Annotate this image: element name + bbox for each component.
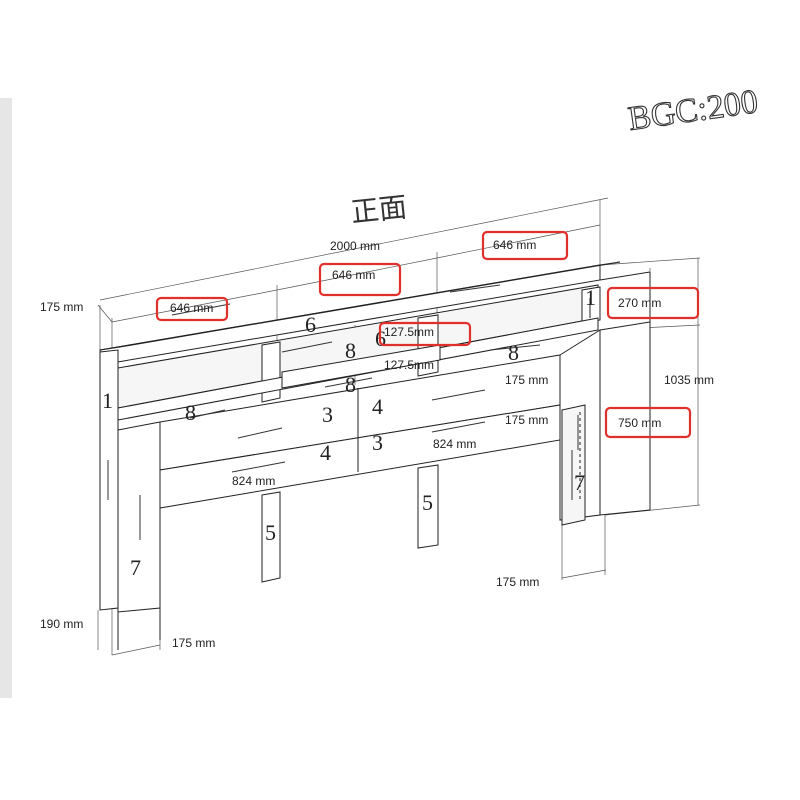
- highlight-top-right-shelf: [481, 230, 569, 261]
- dim-top-right-shelf: 646 mm: [493, 238, 536, 252]
- highlight-side-height: [604, 406, 692, 439]
- left-leg-front: [117, 421, 161, 613]
- dim-top-mid-shelf: 646 mm: [332, 268, 375, 282]
- dim-total-width: 2000 mm: [330, 239, 380, 253]
- dim-side-top: 270 mm: [618, 296, 661, 310]
- highlight-top-left-shelf: [155, 296, 229, 322]
- dim-drawer-left: 824 mm: [232, 474, 275, 488]
- part-4b: 4: [320, 440, 331, 465]
- dim-foot-height: 190 mm: [40, 617, 83, 631]
- center-leg-left: [261, 491, 281, 583]
- direction-arrows: [107, 284, 579, 540]
- dim-total-height: 1035 mm: [664, 373, 714, 387]
- part-3b: 3: [372, 430, 383, 455]
- left-margin-bar: [0, 98, 12, 698]
- code-label: BGC:200: [626, 83, 760, 138]
- dim-bottom-left-depth: 175 mm: [172, 636, 215, 650]
- part-8d: 8: [508, 340, 519, 365]
- dim-bottom-right-depth: 175 mm: [496, 575, 539, 589]
- part-5b: 5: [422, 490, 433, 515]
- part-8c: 8: [345, 372, 356, 397]
- part-3a: 3: [322, 402, 333, 427]
- highlight-center-gap: [378, 321, 472, 347]
- view-title: 正面: [349, 190, 408, 229]
- dim-right-depth-a: 175 mm: [505, 373, 548, 387]
- part-4a: 4: [372, 394, 383, 419]
- dim-top-depth: 175 mm: [40, 300, 83, 314]
- furniture-body: [99, 261, 651, 650]
- dim-center-gap-b: 127.5mm: [384, 358, 434, 372]
- dim-drawer-right: 824 mm: [433, 437, 476, 451]
- top-board-depth: [99, 261, 621, 351]
- part-7b: 7: [574, 470, 585, 495]
- dimension-labels: 2000 mm 646 mm 646 mm 646 mm 175 mm 127.…: [40, 238, 714, 650]
- dim-side-height: 750 mm: [618, 416, 661, 430]
- part-8b: 8: [345, 338, 356, 363]
- right-side-depth: [599, 321, 651, 516]
- dim-center-gap-a: 127.5mm: [384, 325, 434, 339]
- part-7a: 7: [130, 555, 141, 580]
- part-8a: 8: [185, 400, 196, 425]
- dim-right-depth-b: 175 mm: [505, 413, 548, 427]
- right-shelf-line: [436, 224, 601, 259]
- left-shelf-line: [111, 289, 278, 323]
- mid-shelf-line: [276, 257, 438, 291]
- part-1-left: 1: [102, 388, 113, 413]
- part-6a: 6: [305, 312, 316, 337]
- part-5a: 5: [265, 520, 276, 545]
- highlight-top-mid-shelf: [318, 262, 402, 297]
- highlight-boxes: [155, 230, 700, 439]
- part-1-right: 1: [585, 285, 596, 310]
- highlight-side-top: [606, 286, 700, 320]
- dim-top-left-shelf: 646 mm: [170, 301, 213, 315]
- center-leg-right: [417, 464, 439, 549]
- total-width-line: [99, 197, 609, 301]
